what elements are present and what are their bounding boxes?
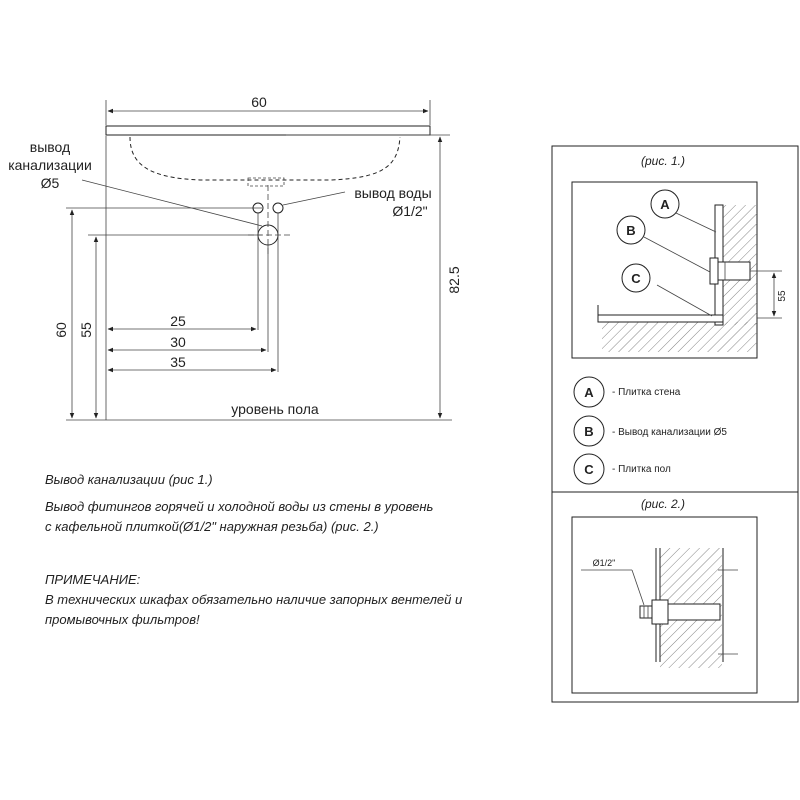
fig1-dim-55: 55 [777,290,788,302]
drain-fitting-body [717,261,751,281]
dim-60-label: 60 [53,322,69,338]
legend-marker-c-label: C [584,462,594,477]
marker-b-label: B [626,223,635,238]
note-drain: Вывод канализации (рис 1.) [45,472,213,487]
fig2-thread-label: Ø1/2" [593,558,616,568]
legend-b-text: - Вывод канализации Ø5 [612,427,727,438]
dim-30-label: 30 [170,334,186,350]
fig2-thread [639,605,653,619]
marker-c-label: C [631,271,641,286]
drain-callout-line3: Ø5 [41,175,60,191]
legend-marker-c [573,453,605,485]
legend-a-text: - Плитка стена [612,387,681,398]
fig2-caption: (рис. 2.) [641,497,685,511]
legend-marker-b [573,415,605,447]
water-outlet-hot [272,202,284,214]
leader-a [675,212,717,233]
marker-c [621,263,651,293]
legend-marker-a [573,376,605,408]
dim-35-label: 35 [170,354,186,370]
fig2-pipe [667,603,721,621]
drain-leader [81,179,263,227]
fig2-frame [571,516,758,694]
legend-marker-a-label: A [584,385,594,400]
floor-tile [597,314,724,323]
main-drawing: 60 60 55 82.5 25 30 [8,94,462,421]
notes-fittings: Вывод фитингов горячей и холодной воды и… [45,497,525,537]
drain-outlet-hidden [247,177,285,187]
drain-callout-line1: вывод [30,139,70,155]
leader-c [656,284,713,317]
legend-marker-b-label: B [584,424,593,439]
fig1-caption: (рис. 1.) [641,154,685,168]
leader-b [643,236,711,273]
fig2-fitting-nut [651,599,669,625]
dim-height-label: 82.5 [446,266,462,293]
right-panel: (рис. 1.) 55 A B C A - Плитка стена B - … [551,145,799,703]
notes-block: Вывод канализации (рис 1.) [45,470,525,490]
water-callout-line1: вывод воды [354,185,431,201]
marker-a [650,189,680,219]
drain-callout-line2: канализации [8,157,92,173]
marker-a-label: A [660,197,670,212]
dim-width-label: 60 [251,94,267,110]
dim-55-label: 55 [78,322,94,338]
panel-frame [551,145,799,703]
floor-level-label: уровень пола [231,401,319,417]
basin-bowl-hidden [129,136,401,181]
legend-c-text: - Плитка пол [612,464,671,475]
floor-hatch [602,322,757,352]
note-remark-line1: В технических шкафах обязательно наличие… [45,592,463,607]
drain-fitting-flange [709,257,719,285]
note-fittings-line2: с кафельной плиткой(Ø1/2" наружная резьб… [45,519,379,534]
note-fittings-line1: Вывод фитингов горячей и холодной воды и… [45,499,434,514]
note-remark-line2: промывочных фильтров! [45,612,200,627]
basin-top [105,125,431,136]
note-title: ПРИМЕЧАНИЕ: [45,572,141,587]
marker-b [616,215,646,245]
fig2-leader [631,569,645,606]
dim-25-label: 25 [170,313,186,329]
water-callout-line2: Ø1/2" [392,203,427,219]
water-leader [282,191,346,206]
notes-remark: ПРИМЕЧАНИЕ: В технических шкафах обязате… [45,570,525,630]
